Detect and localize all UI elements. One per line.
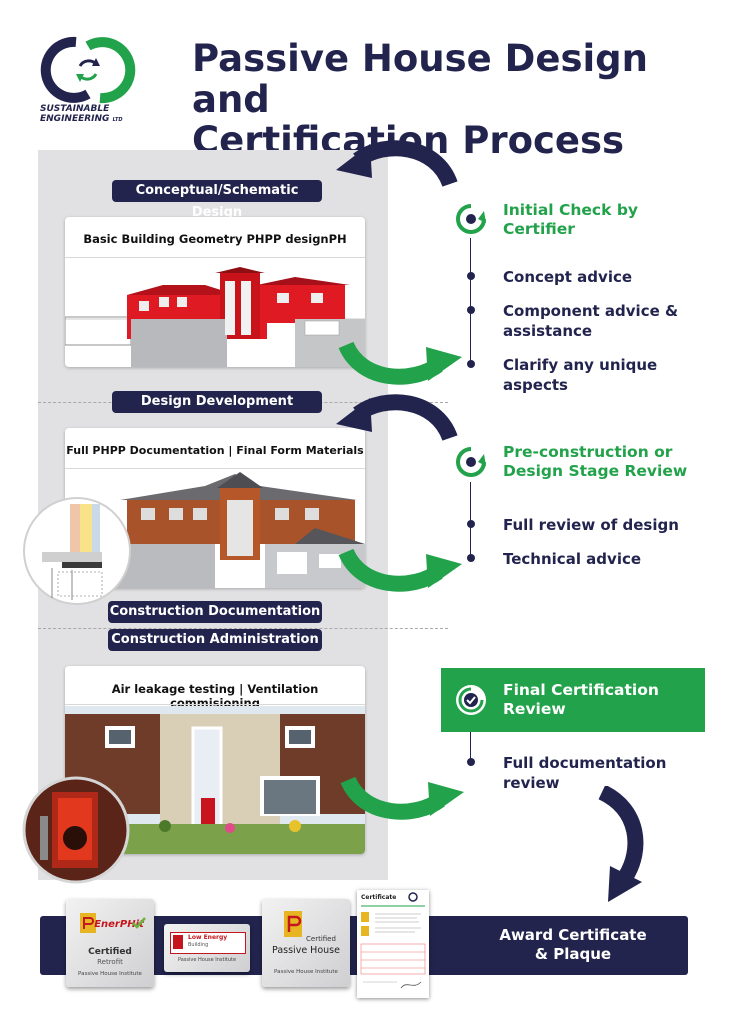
low-energy-institute: Passive House Institute [177, 957, 237, 963]
card-documentation: Full PHPP Documentation | Final Form Mat… [65, 428, 365, 588]
review1-timeline [470, 238, 471, 364]
award-text: Award Certificate & Plaque [466, 926, 680, 964]
logo-line-2: ENGINEERING LTD [40, 114, 123, 124]
enerphit-subtitle: Retrofit [97, 958, 123, 966]
review1-heading-line-2: Certifier [503, 220, 575, 238]
arrow-down-icon [598, 786, 644, 902]
certificate-content-image [360, 892, 426, 989]
review3-item: Full documentation review [503, 753, 713, 793]
stage-conceptual: Conceptual/Schematic Design [112, 180, 322, 220]
arrow-back-2-icon [336, 394, 458, 442]
review3-heading: Final Certification Review [503, 681, 703, 719]
review3-heading-line-1: Final Certification [503, 681, 659, 699]
logo-icon [40, 36, 136, 104]
check-icon [456, 685, 486, 715]
review3-timeline [470, 732, 471, 766]
house-photo-image [65, 706, 365, 854]
review3-heading-line-2: Review [503, 700, 566, 718]
award-line-1: Award Certificate [499, 926, 647, 944]
card-separator [65, 704, 365, 705]
stage-documentation: Construction Documentation [108, 601, 322, 623]
arrow-back-1-icon [336, 140, 458, 188]
low-energy-line-1: Low Energy [188, 934, 228, 941]
logo-line-1: SUSTAINABLE [40, 104, 110, 114]
timeline-dot [467, 554, 475, 562]
card-geometry: Basic Building Geometry PHPP designPH [65, 217, 365, 367]
timeline-dot [467, 360, 475, 368]
passive-house-plaque: Certified Passive House Passive House In… [262, 899, 350, 987]
review1-item-line: aspects [503, 376, 568, 394]
review1-item-line: Clarify any unique [503, 356, 658, 374]
cycle-arrows-icon [456, 204, 486, 234]
cycle-arrows-icon [456, 447, 486, 477]
award-line-2: & Plaque [534, 945, 612, 963]
certificate-document: Certificate [357, 890, 429, 998]
review1-heading-line-1: Initial Check by [503, 201, 639, 219]
stage-development: Design Development [112, 391, 322, 413]
card-separator [65, 468, 365, 469]
ph-name: Passive House [272, 945, 340, 956]
enerphit-certified: Certified [88, 947, 132, 957]
passive-house-logo-icon [173, 935, 183, 949]
review2-heading-line-1: Pre-construction or [503, 443, 673, 461]
review1-item: Clarify any unique aspects [503, 355, 713, 395]
review1-item-line: assistance [503, 322, 593, 340]
arrow-forward-2-icon [338, 548, 462, 592]
blower-door-photo [22, 776, 130, 884]
card-title: Full PHPP Documentation | Final Form Mat… [66, 444, 364, 457]
review2-item: Full review of design [503, 516, 679, 534]
passive-house-logo-icon [80, 913, 96, 933]
stage-administration: Construction Administration [108, 629, 322, 651]
low-energy-plaque: Low Energy Building Passive House Instit… [164, 924, 250, 972]
page-title: Passive House Design and Certification P… [192, 38, 712, 161]
review2-heading: Pre-construction or Design Stage Review [503, 443, 713, 481]
low-energy-line-2: Building [188, 942, 209, 948]
building-model-image [65, 267, 365, 367]
arrow-forward-1-icon [338, 341, 462, 385]
review1-heading: Initial Check by Certifier [503, 201, 703, 239]
arrow-forward-3-icon [340, 776, 464, 820]
card-separator [65, 257, 365, 258]
timeline-dot [467, 520, 475, 528]
review1-item: Concept advice [503, 268, 633, 286]
ph-institute: Passive House Institute [274, 969, 338, 975]
check-mark-icon [132, 917, 146, 929]
review3-item-line: review [503, 774, 560, 792]
title-line-1: Passive House Design and [192, 37, 648, 121]
logo-text: SUSTAINABLE ENGINEERING LTD [40, 104, 123, 125]
timeline-dot [467, 758, 475, 766]
card-testing: Air leakage testing | Ventilation commis… [65, 666, 365, 854]
certificate-title: Certificate [361, 894, 397, 901]
passive-house-logo-icon [284, 911, 302, 937]
wall-detail-image [23, 497, 131, 605]
enerphit-logo-text: EnerPHit [94, 919, 144, 930]
review2-heading-line-2: Design Stage Review [503, 462, 688, 480]
review1-item-line: Component advice & [503, 302, 679, 320]
enerphit-plaque: EnerPHit Certified Retrofit Passive Hous… [66, 899, 154, 987]
review1-item: Component advice & assistance [503, 301, 713, 341]
stage-divider [38, 628, 448, 629]
low-energy-label-box [170, 932, 246, 954]
card-title: Basic Building Geometry PHPP designPH [83, 232, 347, 246]
ph-certified: Certified [306, 935, 336, 943]
review2-item: Technical advice [503, 550, 642, 568]
timeline-dot [467, 306, 475, 314]
timeline-dot [467, 272, 475, 280]
enerphit-institute: Passive House Institute [78, 971, 142, 977]
review3-item-line: Full documentation [503, 754, 667, 772]
